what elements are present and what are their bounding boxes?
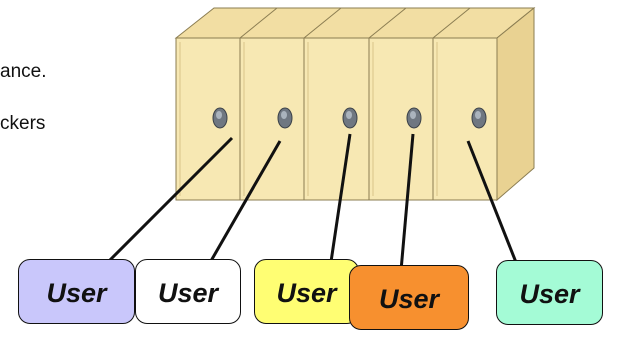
locker-top-divider-1: [239, 7, 278, 39]
lock-icon: [406, 107, 422, 129]
user-box-3: User: [254, 259, 359, 324]
locker-top-divider-2: [303, 7, 342, 39]
user-label: User: [378, 284, 440, 314]
lock-icon: [277, 107, 293, 129]
user-box-1: User: [18, 259, 135, 324]
user-label: User: [157, 278, 219, 308]
locker-door-1: [175, 37, 241, 201]
user-label: User: [276, 278, 337, 308]
connector-line-2: [198, 140, 282, 281]
user-box-4: User: [349, 265, 469, 330]
locker-top-divider-4: [432, 7, 471, 39]
locker-door-3: [303, 37, 370, 201]
locker-door-4: [368, 37, 434, 201]
user-box-5: User: [496, 260, 603, 325]
lock-icon: [342, 107, 358, 129]
connector-line-3: [326, 133, 352, 283]
locker-door-2: [239, 37, 305, 201]
locker-top-divider-3: [368, 7, 407, 39]
locker-door-5: [432, 37, 498, 201]
lock-icon: [471, 107, 487, 129]
locker-side: [496, 6, 535, 202]
connector-line-5: [466, 140, 525, 281]
user-box-2: User: [135, 259, 241, 324]
connector-line-1: [106, 136, 234, 264]
locker-top: [174, 7, 536, 39]
connector-line-4: [398, 133, 415, 283]
partial-text-line-2: ckers: [0, 113, 46, 134]
partial-text-line-1: ance.: [0, 61, 47, 82]
lock-icon: [212, 107, 228, 129]
user-label: User: [46, 278, 107, 308]
user-label: User: [519, 279, 580, 309]
locker-doors: [175, 37, 498, 201]
